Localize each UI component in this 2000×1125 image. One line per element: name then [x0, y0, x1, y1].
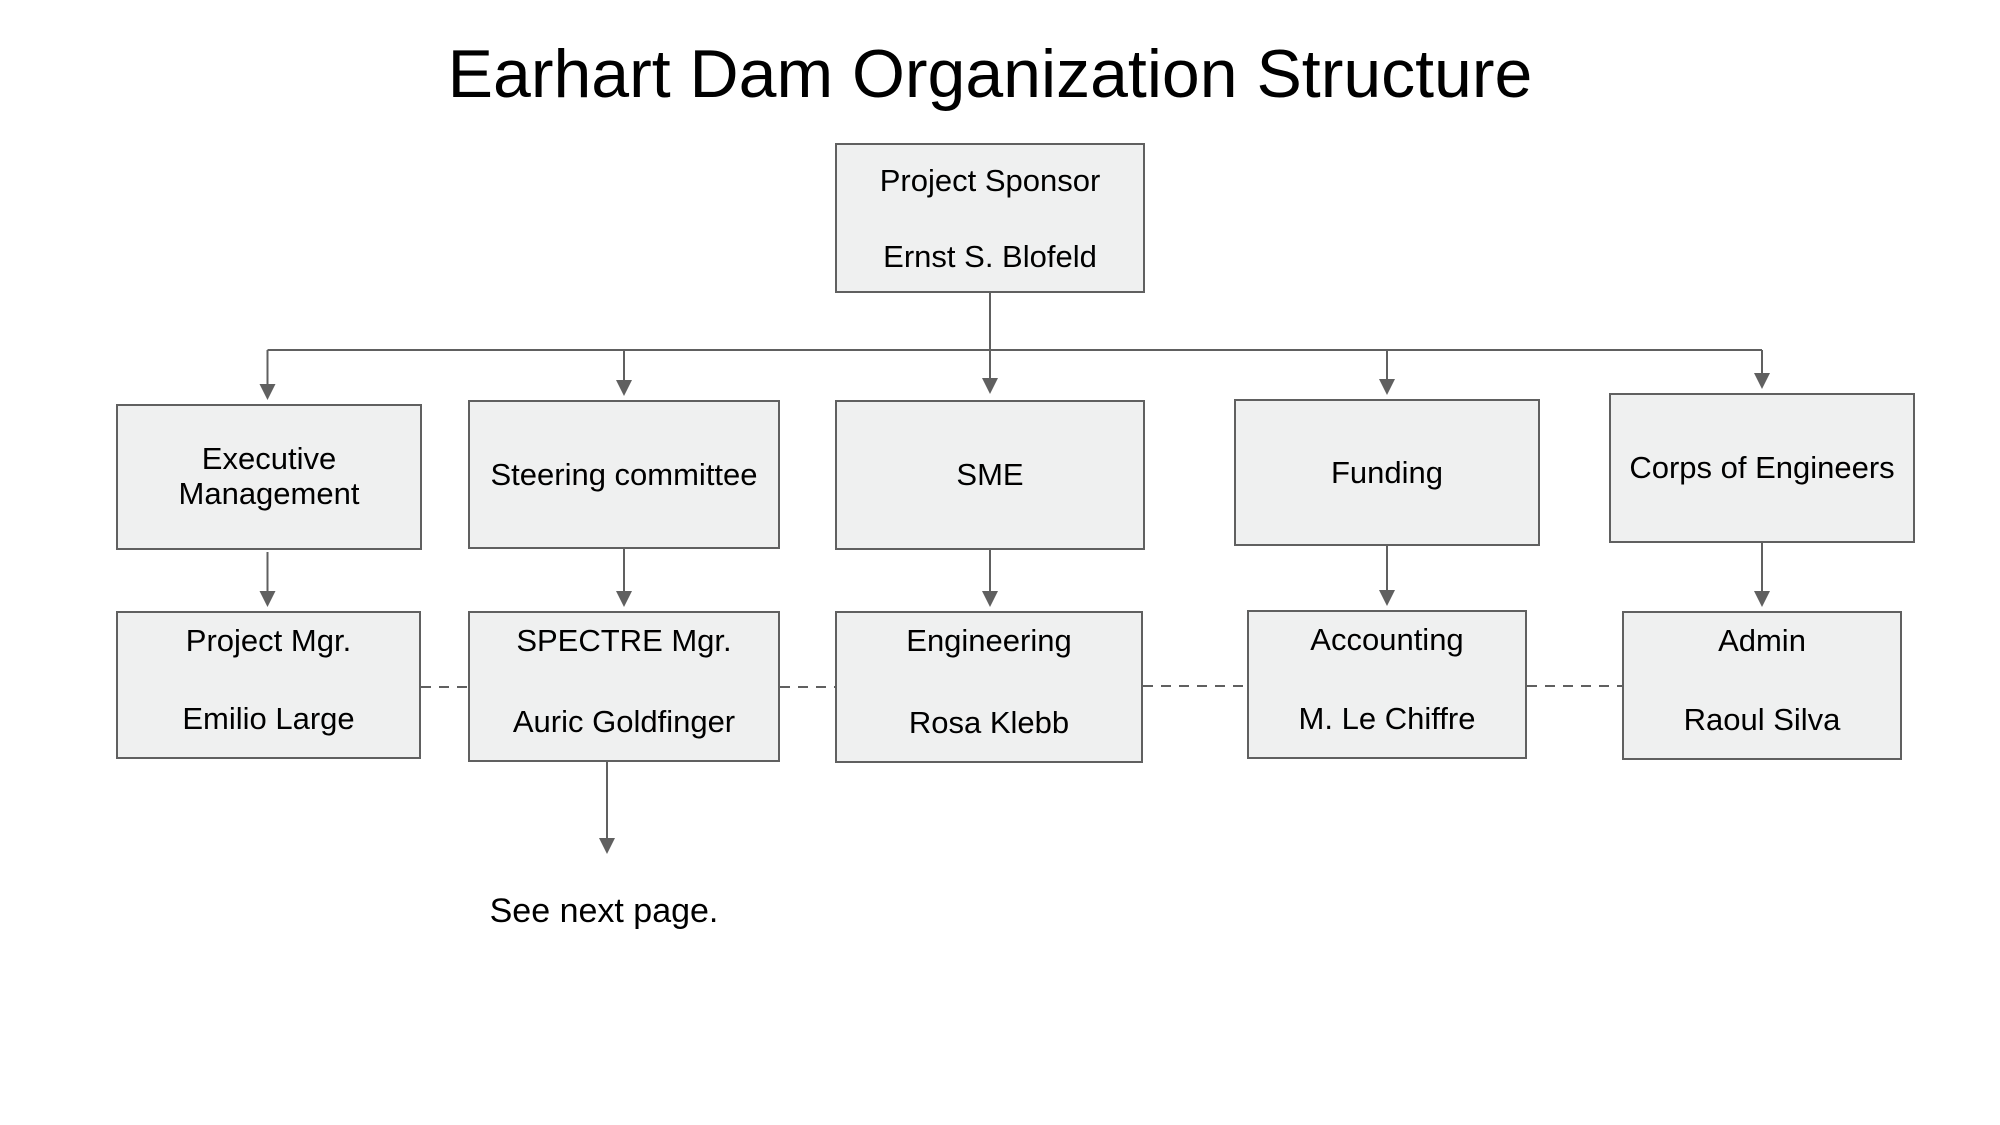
node-role: Engineering — [906, 623, 1072, 658]
node-accounting: Accounting M. Le Chiffre — [1247, 610, 1527, 759]
node-person: Rosa Klebb — [908, 705, 1070, 741]
node-funding: Funding — [1234, 399, 1540, 546]
node-label: SME — [956, 457, 1024, 493]
node-person: Ernst S. Blofeld — [883, 239, 1097, 275]
node-steering-committee: Steering committee — [468, 400, 780, 549]
node-person: M. Le Chiffre — [1298, 701, 1476, 737]
node-label: Steering committee — [490, 456, 758, 492]
node-label: Executive Management — [178, 441, 360, 511]
page-title: Earhart Dam Organization Structure — [447, 36, 1533, 112]
node-role: Admin — [1718, 623, 1806, 658]
node-engineering: Engineering Rosa Klebb — [835, 611, 1143, 763]
node-label: Corps of Engineers — [1629, 450, 1895, 486]
node-spectre-mgr: SPECTRE Mgr. Auric Goldfinger — [468, 611, 780, 762]
node-person: Raoul Silva — [1683, 702, 1841, 738]
node-corps-of-engineers: Corps of Engineers — [1609, 393, 1915, 543]
node-project-sponsor: Project Sponsor Ernst S. Blofeld — [835, 143, 1145, 293]
node-role: SPECTRE Mgr. — [516, 623, 732, 658]
node-project-mgr: Project Mgr. Emilio Large — [116, 611, 421, 759]
node-sme: SME — [835, 400, 1145, 550]
node-person: Auric Goldfinger — [512, 704, 736, 740]
node-label: Funding — [1330, 454, 1444, 490]
node-executive-management: Executive Management — [116, 404, 422, 550]
node-role: Project Mgr. — [185, 623, 352, 658]
node-person: Emilio Large — [182, 701, 355, 737]
node-role: Project Sponsor — [879, 163, 1101, 198]
node-role: Accounting — [1310, 622, 1464, 657]
see-next-page-note: See next page. — [489, 892, 719, 930]
node-admin: Admin Raoul Silva — [1622, 611, 1902, 760]
